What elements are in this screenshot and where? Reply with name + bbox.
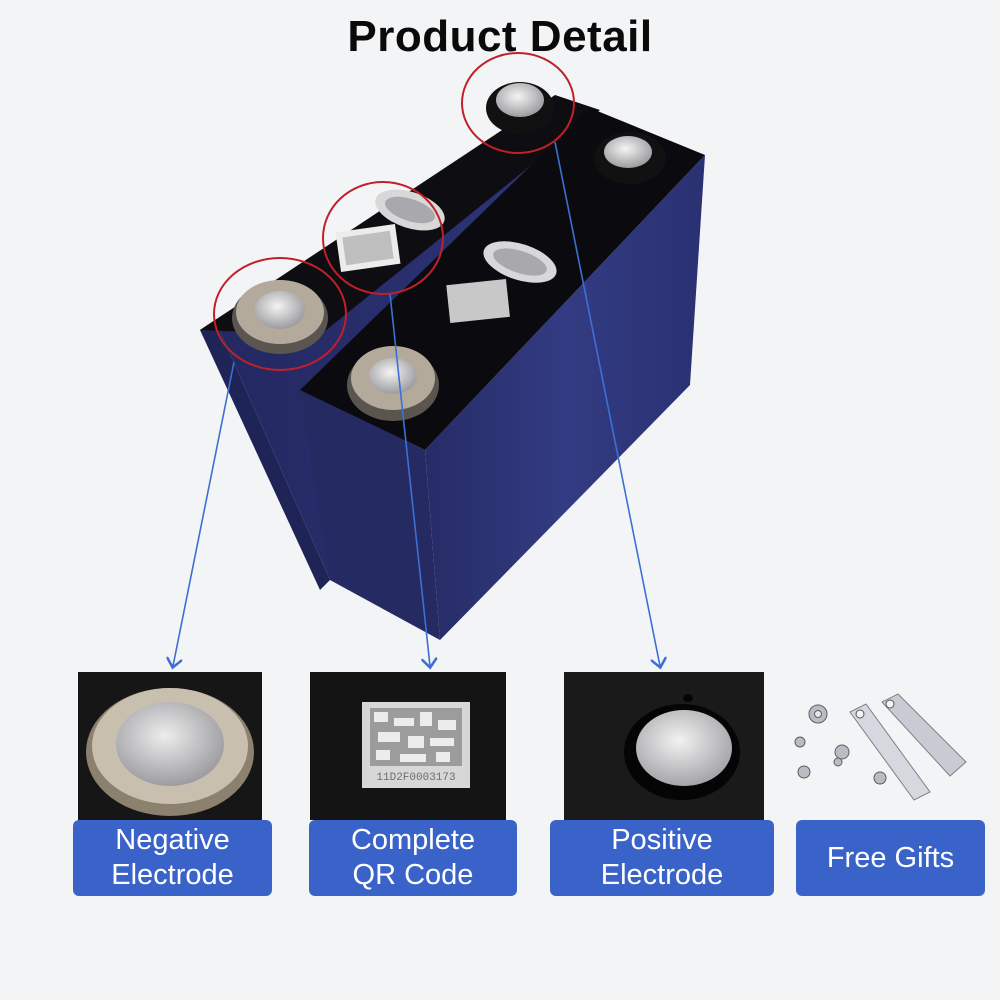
nuts-and-bolts — [794, 704, 887, 785]
positive-terminal-image — [564, 672, 764, 820]
highlight-qr — [322, 181, 444, 295]
qr-code-image: 11D2F0003173 — [310, 672, 506, 820]
positive-electrode-label: Positive Electrode — [550, 820, 774, 896]
highlight-circles — [213, 52, 575, 371]
positive-electrode-thumbnail — [564, 672, 764, 820]
qr-serial-text: 11D2F0003173 — [376, 772, 455, 784]
free-gifts-label: Free Gifts — [796, 820, 985, 896]
arrow-negative — [173, 361, 235, 666]
pointer-arrows — [173, 141, 660, 666]
qr-code-label-line1: Complete — [350, 824, 476, 856]
front-cell-top — [347, 132, 666, 421]
negative-electrode-label: Negative Electrode — [73, 820, 272, 896]
back-cell-top — [232, 82, 554, 354]
page-title: Product Detail — [347, 12, 653, 61]
positive-electrode-label-line1: Positive — [611, 824, 713, 856]
negative-electrode-thumbnail — [78, 672, 262, 820]
free-gifts-image — [794, 693, 967, 801]
free-gifts-label-text: Free Gifts — [826, 841, 955, 874]
highlight-negative — [213, 257, 347, 371]
arrow-qr — [389, 293, 430, 666]
arrow-positive — [554, 141, 660, 666]
qr-code-label: Complete QR Code — [309, 820, 517, 896]
negative-electrode-label-line1: Negative — [115, 824, 230, 856]
connector-strips — [849, 693, 967, 801]
qr-code-label-line2: QR Code — [352, 859, 474, 891]
qr-code-thumbnail: 11D2F0003173 — [310, 672, 506, 820]
positive-electrode-label-line2: Electrode — [600, 859, 724, 891]
negative-electrode-label-line2: Electrode — [111, 859, 234, 891]
highlight-positive — [461, 52, 575, 154]
negative-terminal-image — [78, 672, 262, 820]
